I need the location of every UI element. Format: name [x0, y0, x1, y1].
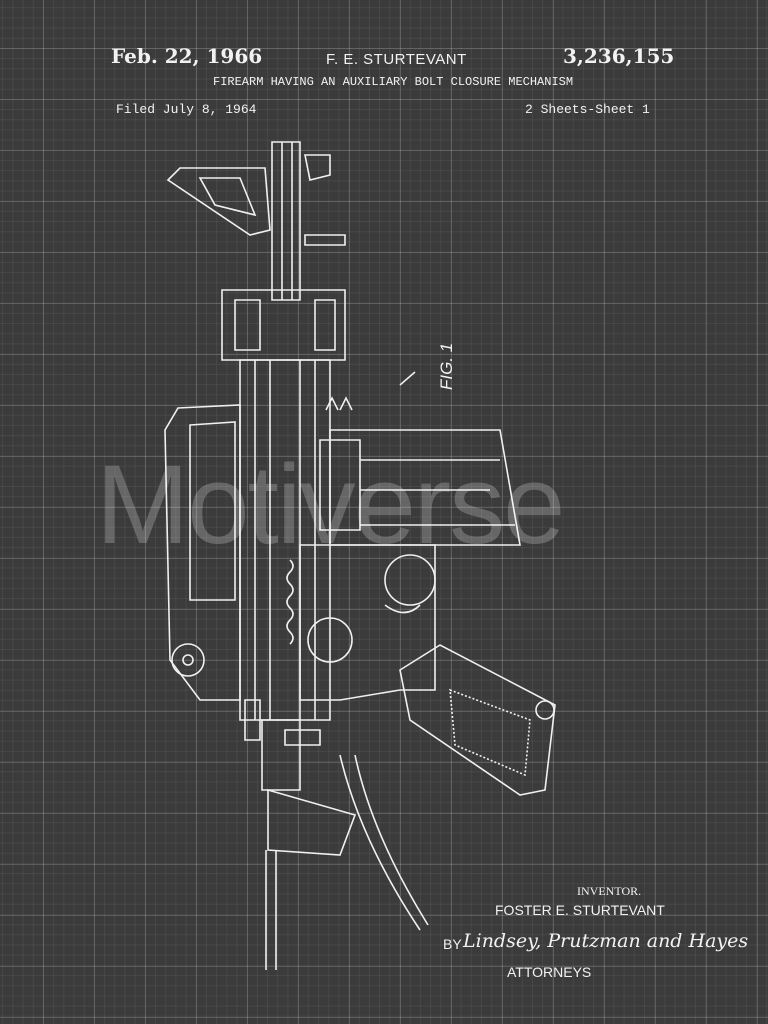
inventor-header: F. E. STURTEVANT [326, 51, 467, 68]
watermark: Motiverse [96, 442, 565, 567]
attorneys-label: ATTORNEYS [507, 964, 592, 980]
patent-title: FIREARM HAVING AN AUXILIARY BOLT CLOSURE… [213, 75, 574, 89]
attorneys-signature: Lindsey, Prutzman and Hayes [463, 930, 749, 952]
patent-number: 3,236,155 [563, 44, 675, 68]
sheet-count: 2 Sheets-Sheet 1 [525, 102, 650, 117]
filed-date: Filed July 8, 1964 [116, 102, 257, 117]
figure-label: FIG. 1 [437, 342, 456, 390]
inventor-label: INVENTOR. [577, 884, 642, 898]
inventor-name: FOSTER E. STURTEVANT [495, 902, 665, 918]
patent-date: Feb. 22, 1966 [111, 44, 263, 68]
by-label: BY [443, 936, 462, 952]
